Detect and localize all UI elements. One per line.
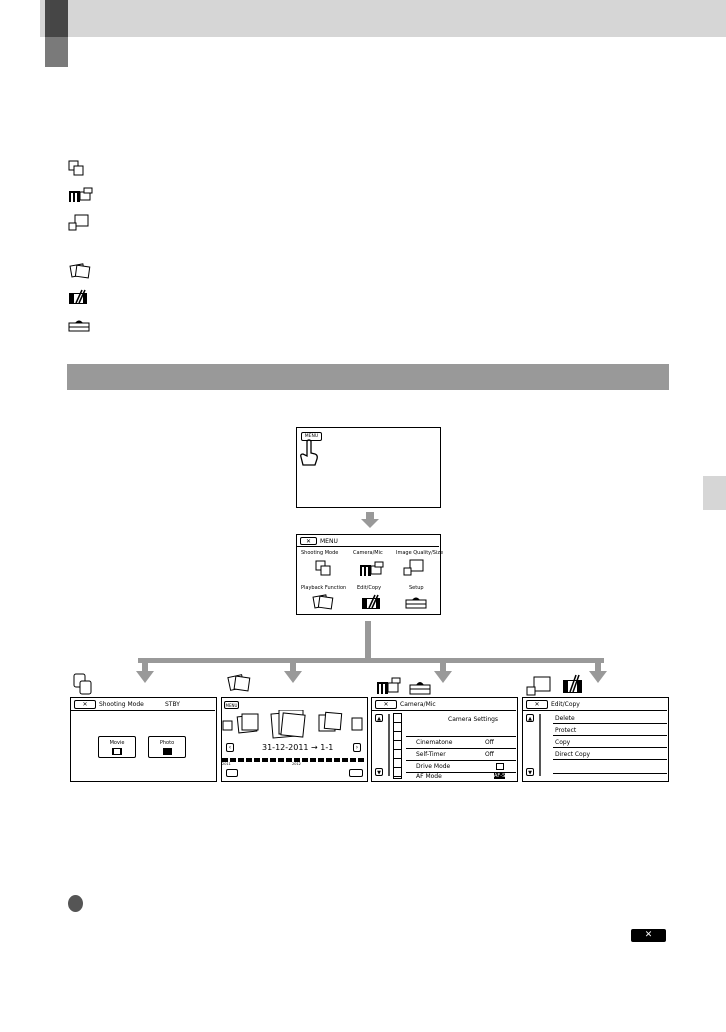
finger-pointer-icon [299, 439, 319, 467]
note-bullet-icon [68, 895, 83, 912]
film-icon [112, 748, 122, 755]
shooting-mode-icon [68, 160, 84, 176]
menu-button[interactable]: MENU [224, 701, 239, 709]
image-quality-size-icon [403, 559, 425, 577]
header-tab-mid [45, 37, 68, 67]
list-item[interactable]: Copy [553, 736, 667, 748]
camera-mic-icon [68, 187, 94, 203]
screen-title: Shooting Mode [99, 701, 144, 708]
menu-item-playback[interactable]: Playback Function [301, 585, 347, 591]
setting-row[interactable]: Drive Mode [406, 761, 516, 773]
photo-button[interactable]: Photo [148, 736, 186, 758]
status-text: STBY [165, 701, 180, 708]
list-item[interactable]: Protect [553, 724, 667, 736]
page-header-bar [40, 0, 726, 37]
edit-copy-icon [562, 674, 584, 694]
edit-copy-screen: ✕ Edit/Copy ▲ ▼ Delete Protect Copy Dire… [522, 697, 669, 782]
side-index-tab[interactable] [703, 476, 726, 510]
movie-toggle-button[interactable] [226, 769, 238, 777]
scrollbar[interactable] [539, 714, 541, 776]
menu-item-edit-copy[interactable]: Edit/Copy [357, 585, 382, 591]
screen-title: Edit/Copy [551, 701, 580, 708]
menu-item-image-quality[interactable]: Image Quality/Size [396, 550, 444, 556]
camera-icon [162, 748, 172, 755]
down-arrow [284, 663, 302, 683]
camera-mic-screen: ✕ Camera/Mic ▲ ▼ Camera Settings Cinemat… [371, 697, 518, 782]
menu-item-camera-mic[interactable]: Camera/Mic [353, 550, 383, 556]
image-quality-size-icon [68, 214, 90, 232]
date-range: 31-12-2011 → 1-1 [262, 743, 334, 752]
timeline-year-start: 2011 [222, 762, 231, 766]
screen-title: Camera/Mic [400, 701, 436, 708]
down-arrow [361, 512, 379, 528]
photo-label: Photo [159, 740, 175, 746]
scrollbar[interactable] [388, 714, 390, 776]
setup-icon [405, 595, 427, 609]
close-button[interactable]: ✕ [526, 700, 548, 709]
playback-screen: MENU ‹ 31-12-2011 → 1-1 › 2011 2012 [221, 697, 368, 782]
close-button[interactable]: ✕ [375, 700, 397, 709]
menu-title: MENU [320, 538, 338, 545]
down-arrow [434, 663, 452, 683]
category-tabs[interactable] [393, 713, 402, 779]
shooting-mode-icon [315, 560, 331, 576]
scroll-up-button[interactable]: ▲ [375, 714, 383, 722]
movie-button[interactable]: Movie [98, 736, 136, 758]
down-arrow [589, 663, 607, 683]
next-button[interactable]: › [353, 743, 361, 752]
playback-function-icon [68, 262, 92, 280]
timeline-year-end: 2012 [292, 762, 301, 766]
thumbnail-stack [222, 710, 363, 739]
list-item[interactable]: Delete [553, 712, 667, 724]
shooting-mode-screen: ✕ Shooting Mode STBY Movie Photo [70, 697, 217, 782]
timeline-bar[interactable] [222, 758, 366, 762]
section-title: Camera Settings [448, 716, 499, 723]
touch-screen-home: MENU [296, 427, 441, 508]
connector-vertical [365, 621, 371, 663]
camera-mic-icon [376, 677, 402, 695]
close-button[interactable]: ✕ [300, 537, 317, 545]
menu-button[interactable]: MENU [301, 432, 322, 441]
menu-screen: ✕ MENU Shooting Mode Camera/Mic Image Qu… [296, 534, 444, 615]
edit-copy-icon [68, 289, 90, 305]
section-heading-bar [67, 364, 669, 390]
camera-mic-icon [359, 561, 385, 577]
menu-item-shooting-mode[interactable]: Shooting Mode [301, 550, 339, 556]
setup-icon [409, 679, 431, 695]
image-quality-size-icon [526, 676, 552, 696]
view-switch-button[interactable] [349, 769, 363, 777]
playback-function-icon [226, 672, 252, 694]
connector-horizontal [138, 658, 604, 663]
playback-function-icon [311, 593, 335, 611]
edit-copy-icon [361, 594, 383, 610]
previous-button[interactable]: ‹ [226, 743, 234, 752]
scroll-up-button[interactable]: ▲ [526, 714, 534, 722]
down-arrow [136, 663, 154, 683]
setup-icon [68, 318, 90, 332]
close-button[interactable]: ✕ [74, 700, 96, 709]
shooting-mode-icon [73, 673, 93, 695]
close-button-icon: ✕ [631, 929, 666, 942]
scroll-down-button[interactable]: ▼ [526, 768, 534, 776]
list-item[interactable]: Direct Copy [553, 748, 667, 760]
scroll-down-button[interactable]: ▼ [375, 768, 383, 776]
movie-label: Movie [109, 740, 125, 746]
menu-item-setup[interactable]: Setup [409, 585, 424, 591]
header-tab-dark [45, 0, 68, 37]
